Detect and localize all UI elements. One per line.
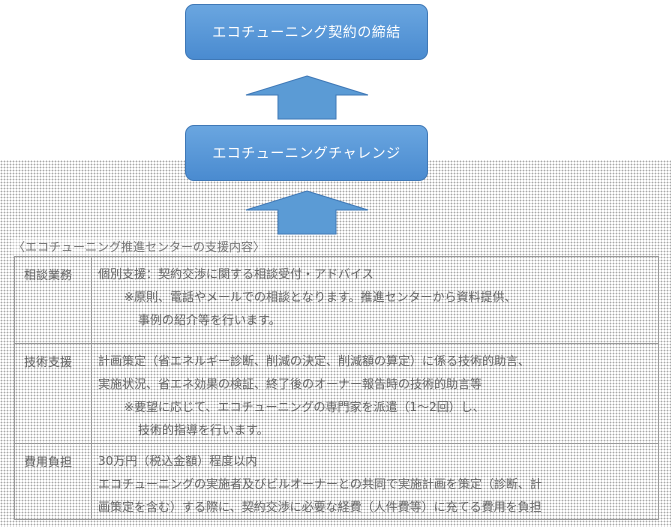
up-arrow-bottom xyxy=(245,190,369,235)
content-line: 30万円（税込金額）程度以内 xyxy=(98,454,258,468)
content-line: 技術的指導を行います。 xyxy=(138,423,269,437)
row-category: 技術支援 xyxy=(15,344,92,443)
content-line: エコチューニングの実施者及びビルオーナーとの共同で実施計画を策定（診断、計 xyxy=(98,477,542,491)
table-row-consultation: 相談業務 個別支援：契約交渉に関する相談受付・アドバイス ※原則、電話やメールで… xyxy=(15,257,658,343)
content-line: ※要望に応じて、エコチューニングの専門家を派遣（1～2回）し、 xyxy=(124,400,485,414)
support-section-heading: 〈エコチューニング推進センターの支援内容〉 xyxy=(13,238,266,255)
table-row-technical: 技術支援 計画策定（省エネルギー診断、削減の決定、削減額の算定）に係る技術的助言… xyxy=(15,343,658,443)
support-table: 相談業務 個別支援：契約交渉に関する相談受付・アドバイス ※原則、電話やメールで… xyxy=(14,256,659,520)
content-line: 画策定を含む）する際に、契約交渉に必要な経費（人件費等）に充てる費用を負担 xyxy=(98,500,542,514)
content-line: 実施状況、省エネ効果の検証、終了後のオーナー報告時の技術的助言等 xyxy=(98,377,483,391)
row-category: 費用負担 xyxy=(15,444,92,519)
content-line: 事例の紹介等を行います。 xyxy=(138,313,281,327)
row-category: 相談業務 xyxy=(15,257,92,343)
content-line: 個別支援：契約交渉に関する相談受付・アドバイス xyxy=(98,267,374,281)
eco-tuning-contract-label: エコチューニング契約の締結 xyxy=(212,25,401,41)
eco-tuning-contract-box: エコチューニング契約の締結 xyxy=(185,4,428,60)
eco-tuning-challenge-box: エコチューニングチャレンジ xyxy=(185,125,428,181)
eco-tuning-challenge-label: エコチューニングチャレンジ xyxy=(212,146,401,162)
content-line: 計画策定（省エネルギー診断、削減の決定、削減額の算定）に係る技術的助言、 xyxy=(98,354,531,368)
row-content: 30万円（税込金額）程度以内 エコチューニングの実施者及びビルオーナーとの共同で… xyxy=(92,444,658,519)
row-content: 計画策定（省エネルギー診断、削減の決定、削減額の算定）に係る技術的助言、 実施状… xyxy=(92,344,658,443)
up-arrow-top xyxy=(245,75,369,120)
table-row-cost: 費用負担 30万円（税込金額）程度以内 エコチューニングの実施者及びビルオーナー… xyxy=(15,443,658,519)
content-line: ※原則、電話やメールでの相談となります。推進センターから資料提供、 xyxy=(124,290,517,304)
row-content: 個別支援：契約交渉に関する相談受付・アドバイス ※原則、電話やメールでの相談とな… xyxy=(92,257,658,343)
